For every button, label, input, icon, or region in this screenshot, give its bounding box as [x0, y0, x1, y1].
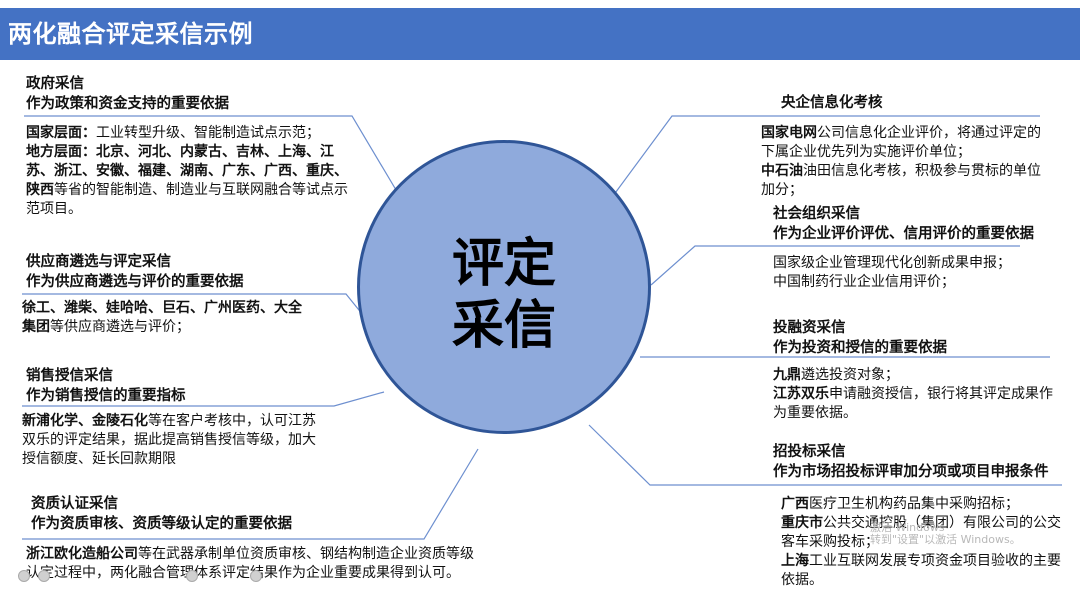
gov-block: 政府采信 作为政策和资金支持的重要依据	[26, 74, 229, 114]
bidding-title: 招投标采信	[773, 444, 846, 460]
supplier-subtitle: 作为供应商遴选与评价的重要依据	[26, 274, 244, 290]
social-subtitle: 作为企业评价评优、信用评价的重要依据	[773, 226, 1034, 242]
supplier-block: 供应商遴选与评定采信 作为供应商遴选与评价的重要依据	[26, 252, 244, 292]
gov-national: 国家层面：工业转型升级、智能制造试点示范；	[26, 125, 320, 141]
sales-title: 销售授信采信	[26, 368, 113, 384]
next-slide-icon[interactable]	[38, 570, 50, 582]
connector-qualification	[22, 448, 479, 540]
gov-subtitle: 作为政策和资金支持的重要依据	[26, 96, 229, 112]
investment-block: 投融资采信 作为投资和授信的重要依据	[773, 318, 947, 358]
investment-body: 九鼎遴选投资对象； 江苏双乐申请融资授信，银行将其评定成果作为重要依据。	[773, 367, 1053, 421]
soe-title: 央企信息化考核	[781, 95, 883, 111]
investment-subtitle: 作为投资和授信的重要依据	[773, 340, 947, 356]
gov-title: 政府采信	[26, 76, 84, 92]
bidding-body: 广西医疗卫生机构药品集中采购招标； 重庆市公共交通控股（集团）有限公司的公交客车…	[781, 496, 1061, 588]
social-block: 社会组织采信 作为企业评价评优、信用评价的重要依据	[773, 204, 1034, 244]
qualification-title: 资质认证采信	[31, 496, 118, 512]
page-title: 两化融合评定采信示例	[8, 20, 253, 48]
supplier-title: 供应商遴选与评定采信	[26, 254, 171, 270]
gov-body: 国家层面：工业转型升级、智能制造试点示范； 地方层面：北京、河北、内蒙古、吉林、…	[26, 124, 352, 219]
activation-watermark: 激活 Windows 转到"设置"以激活 Windows。	[870, 521, 1021, 546]
title-bar: 两化融合评定采信示例	[0, 8, 1080, 60]
bidding-subtitle: 作为市场招投标评审加分项或项目申报条件	[773, 464, 1049, 480]
sales-block: 销售授信采信 作为销售授信的重要指标	[26, 366, 186, 406]
center-label: 评定 采信	[451, 234, 556, 356]
sales-subtitle: 作为销售授信的重要指标	[26, 388, 186, 404]
pen-icon[interactable]	[186, 570, 198, 582]
qualification-subtitle: 作为资质审核、资质等级认定的重要依据	[31, 516, 292, 532]
bidding-block: 招投标采信 作为市场招投标评审加分项或项目申报条件	[773, 442, 1049, 482]
social-title: 社会组织采信	[773, 206, 860, 222]
connector-social	[650, 245, 1020, 286]
sales-body: 新浦化学、金陵石化等在客户考核中，认可江苏双乐的评定结果，据此提高销售授信等级，…	[22, 413, 316, 467]
connector-gov	[24, 115, 403, 201]
connector-bidding	[588, 424, 1062, 486]
qualification-block: 资质认证采信 作为资质审核、资质等级认定的重要依据	[31, 494, 292, 534]
more-options-icon[interactable]	[250, 570, 262, 582]
qualification-body: 浙江欧化造船公司等在武器承制单位资质审核、钢结构制造企业资质等级认定过程中，两化…	[26, 546, 474, 581]
gov-local: 地方层面：北京、河北、内蒙古、吉林、上海、江苏、浙江、安徽、福建、湖南、广东、广…	[26, 144, 348, 217]
social-body: 国家级企业管理现代化创新成果申报； 中国制药行业企业信用评价；	[773, 255, 1011, 290]
connector-soe	[609, 115, 1040, 201]
supplier-body: 徐工、潍柴、娃哈哈、巨石、广州医药、大全集团等供应商遴选与评价；	[22, 300, 302, 335]
center-circle: 评定 采信	[357, 140, 651, 434]
connector-sales	[22, 391, 385, 407]
investment-title: 投融资采信	[773, 320, 846, 336]
soe-body: 国家电网公司信息化企业评价，将通过评定的下属企业优先列为实施评价单位； 中石油油…	[761, 125, 1041, 198]
soe-block: 央企信息化考核	[781, 93, 883, 113]
previous-slide-icon[interactable]	[18, 570, 30, 582]
slideshow-controls[interactable]	[18, 568, 278, 584]
